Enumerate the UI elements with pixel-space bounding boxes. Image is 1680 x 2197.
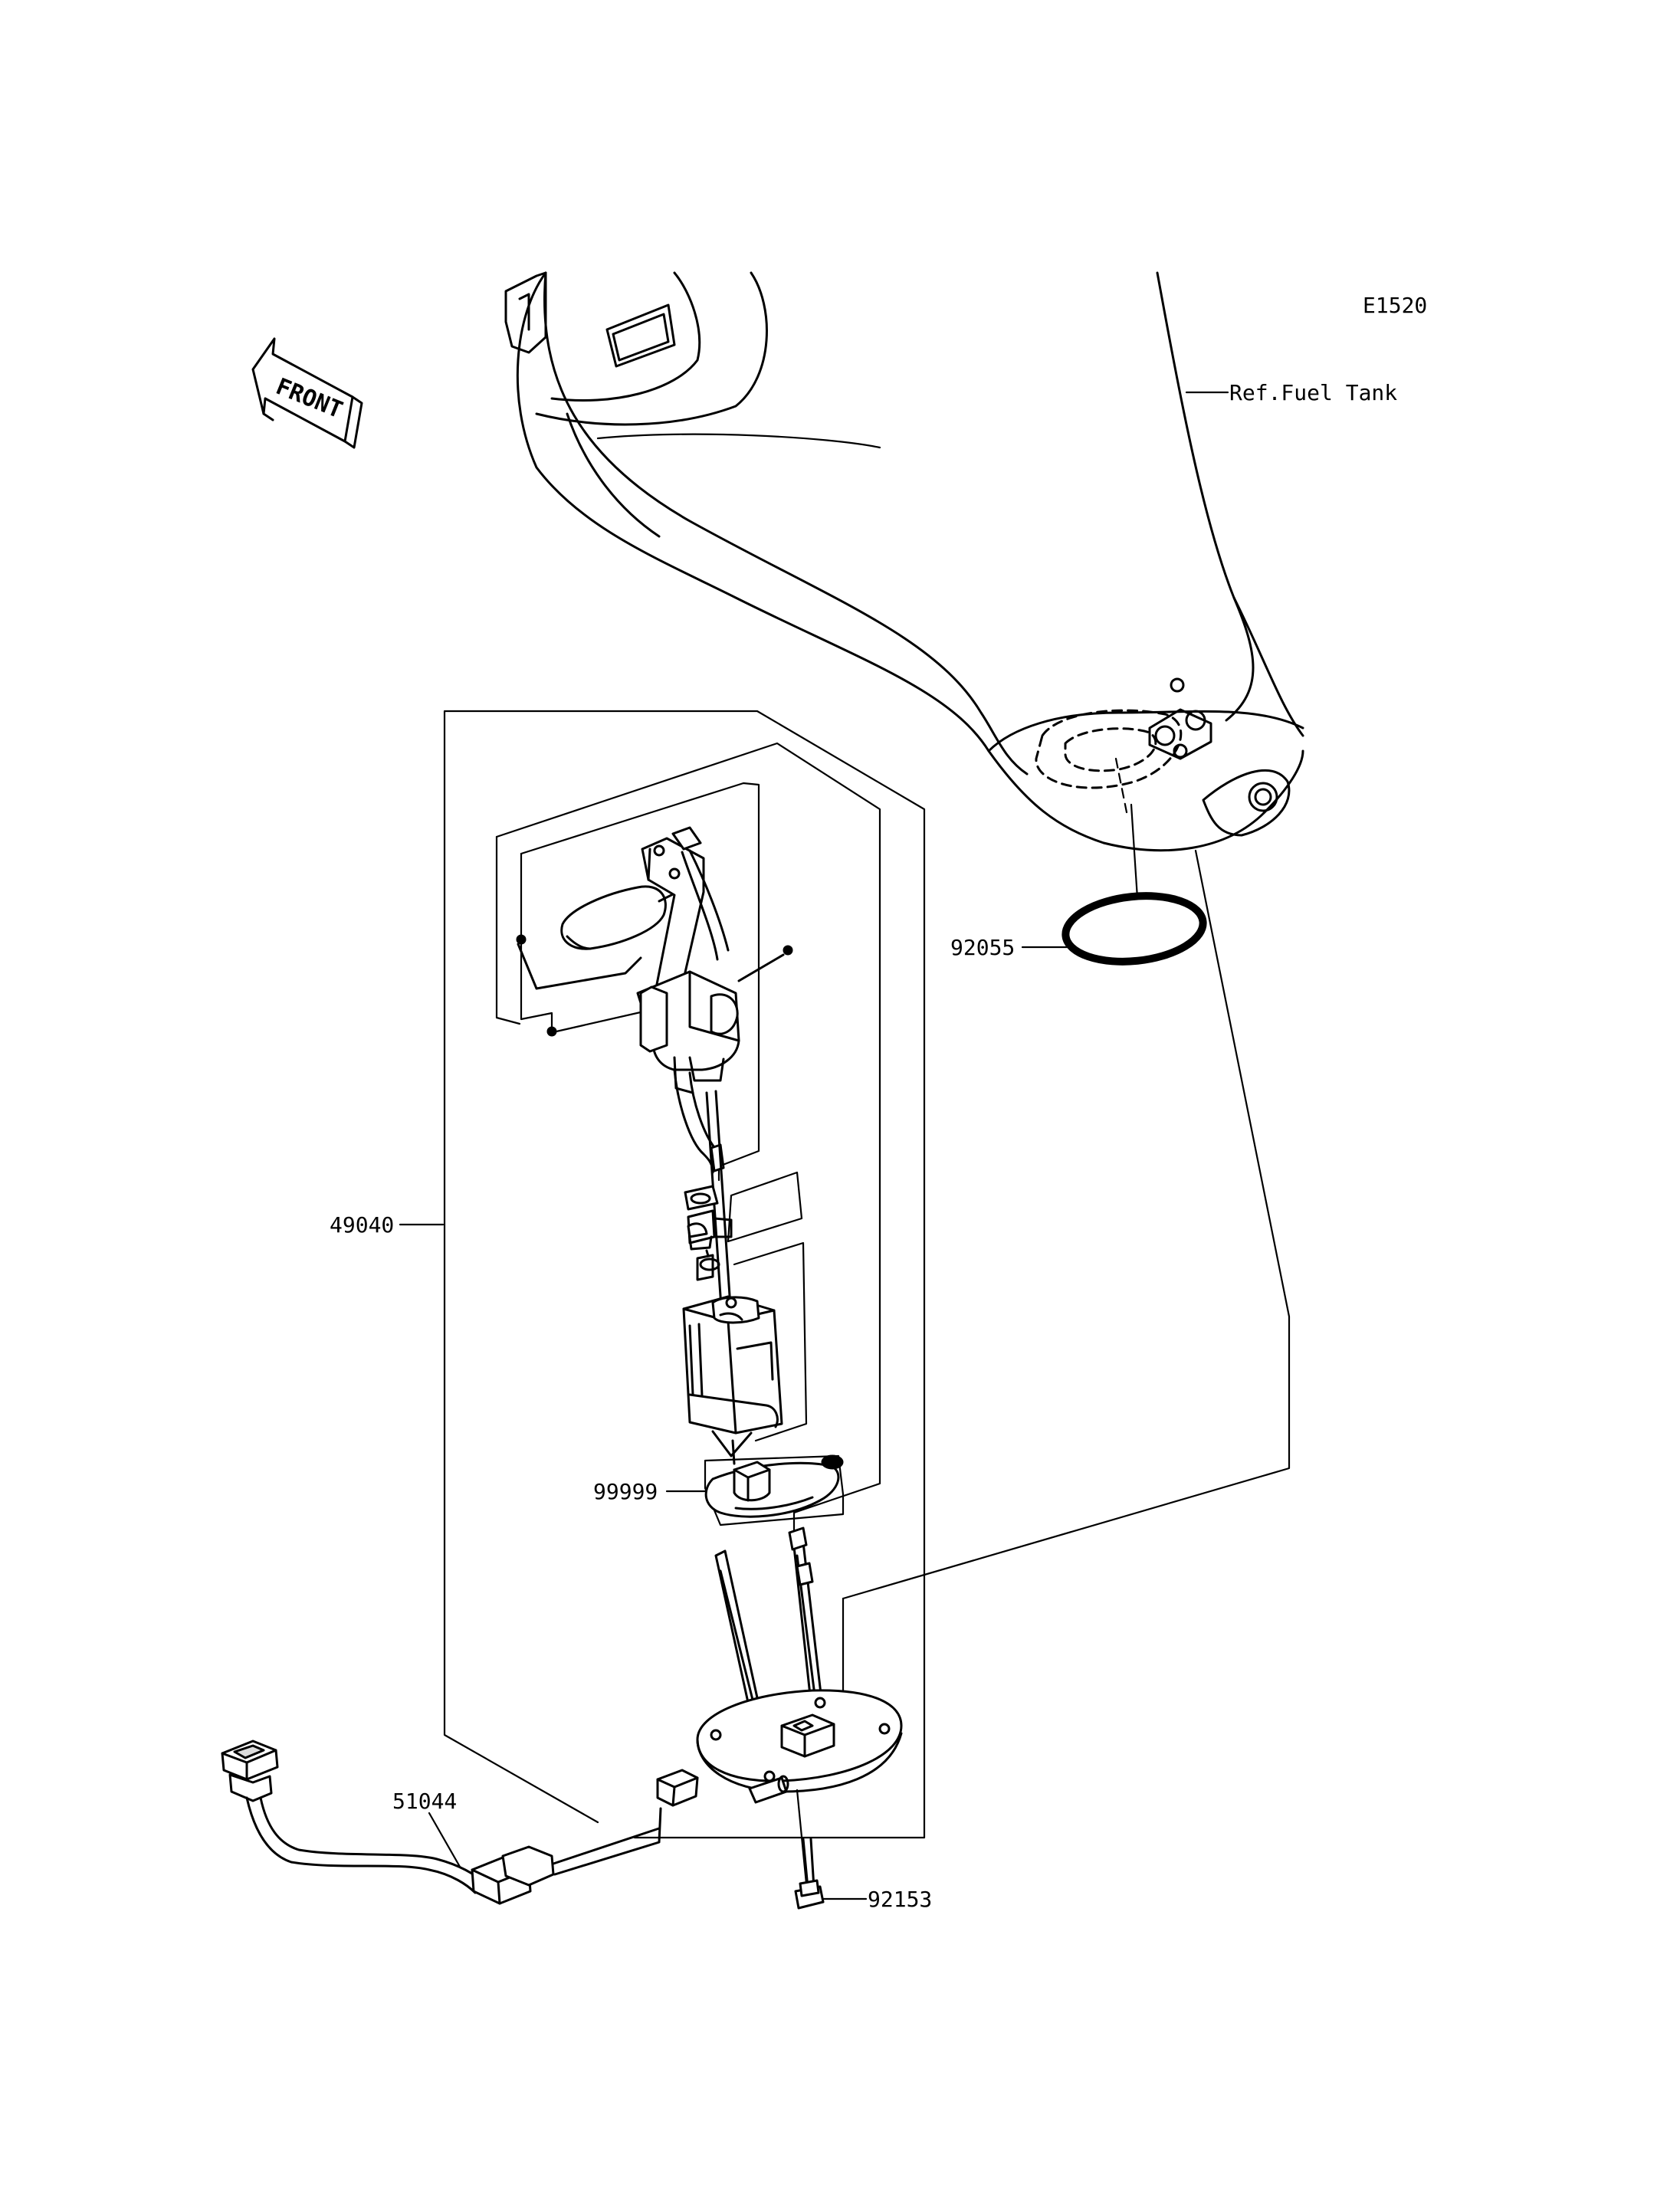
- o-ring-92055: 92055: [950, 803, 1207, 966]
- diagram-code: E1520: [1363, 293, 1427, 318]
- bolt-92153: 92153: [794, 1789, 932, 1912]
- filter-99999: 99999: [593, 1454, 844, 1518]
- callout-92055: 92055: [950, 935, 1015, 960]
- callout-49040-group: 49040: [330, 1212, 445, 1238]
- callout-92153: 92153: [868, 1887, 932, 1912]
- fuel-tank-outline: [504, 271, 1304, 852]
- spacer-parts: [684, 1185, 733, 1281]
- pump-head: [636, 970, 740, 1343]
- reference-note: Ref.Fuel Tank: [1229, 380, 1397, 405]
- callout-49040: 49040: [330, 1212, 394, 1238]
- assembly-boundary: [443, 710, 1291, 1839]
- fuel-pump-motor: [682, 1295, 783, 1465]
- fuel-tank-reference: Ref.Fuel Tank: [1185, 380, 1397, 405]
- fuel-level-sender: [516, 826, 793, 1037]
- callout-51044: 51044: [392, 1789, 457, 1814]
- callout-99999: 99999: [593, 1479, 658, 1504]
- front-direction-arrow: FRONT: [251, 337, 363, 449]
- front-label: FRONT: [272, 373, 346, 424]
- pump-base-plate: [656, 1526, 903, 1807]
- lead-harness-51044: 51044: [221, 1740, 662, 1905]
